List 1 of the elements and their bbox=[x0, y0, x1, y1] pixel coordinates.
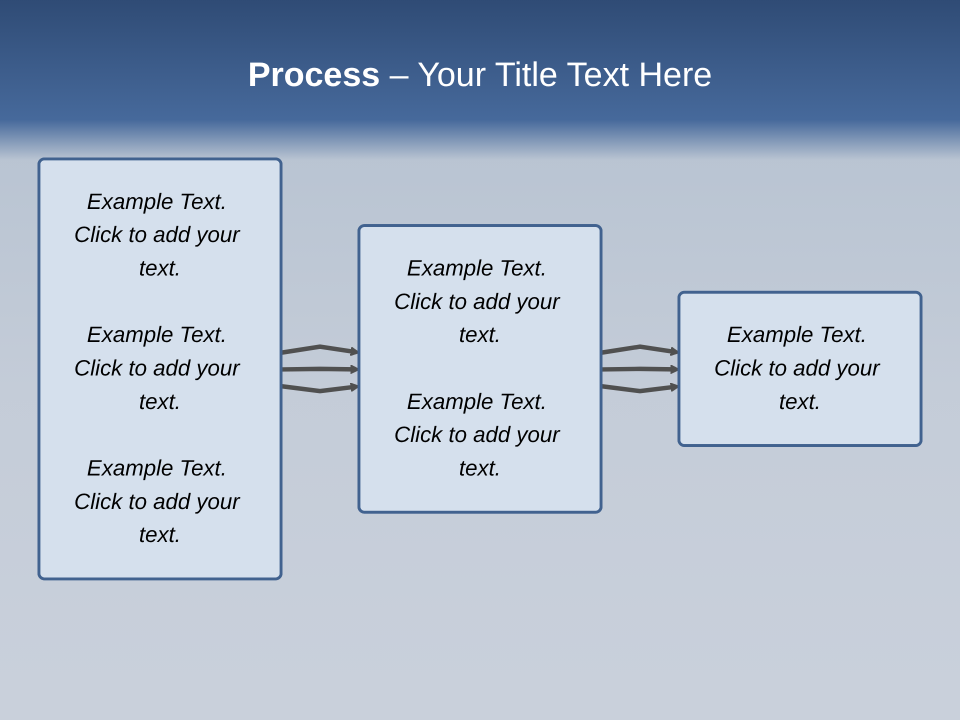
slide-title: Process – Your Title Text Here bbox=[248, 56, 712, 94]
